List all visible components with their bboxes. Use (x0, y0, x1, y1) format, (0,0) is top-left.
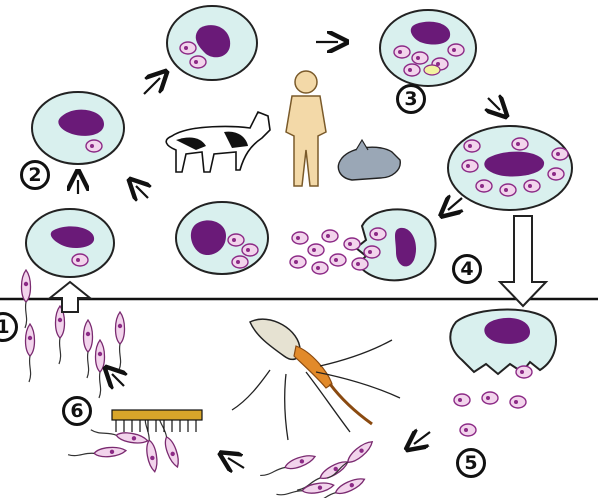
stage-label-4: 4 (452, 254, 482, 284)
macrophage-cell-entry (26, 209, 114, 277)
stage-label-3: 3 (396, 84, 426, 114)
ruptured-cell-in-vector (450, 310, 556, 379)
stage-label-5: 5 (456, 448, 486, 478)
released-amastigotes (290, 230, 368, 274)
macrophage-cell-stage-2 (32, 92, 124, 164)
freed-amastigotes-in-vector (454, 392, 526, 436)
arrow-5-to-6 (228, 458, 244, 468)
stage-label-6: 6 (62, 396, 92, 426)
macrophage-cell-full (448, 126, 572, 210)
arrow-6-to-1 (112, 374, 124, 386)
arrow-3-to-full (488, 98, 500, 110)
macrophage-cell-top (167, 6, 257, 80)
promastigotes-stage-5 (259, 438, 375, 498)
rodent-host-figure (338, 140, 400, 180)
human-host-figure (286, 71, 326, 186)
sand-fly-vector (232, 319, 400, 440)
macrophage-cell-stage-3 (380, 10, 476, 86)
hollow-arrow-host-to-vector (500, 216, 546, 306)
stage-label-2: 2 (20, 160, 50, 190)
midgut-microvilli (112, 410, 202, 432)
hollow-arrow-vector-to-host (50, 282, 90, 312)
macrophage-cell-rupturing (356, 209, 436, 280)
arrow-full-to-4 (448, 198, 462, 210)
arrow-amast-to-5 (414, 432, 430, 444)
arrow-dividing-to-2 (136, 186, 148, 198)
macrophage-cell-dividing (176, 202, 268, 274)
dog-host-figure (166, 112, 270, 172)
cycle-arrows (78, 42, 500, 468)
arrow-2-to-top (144, 78, 160, 94)
